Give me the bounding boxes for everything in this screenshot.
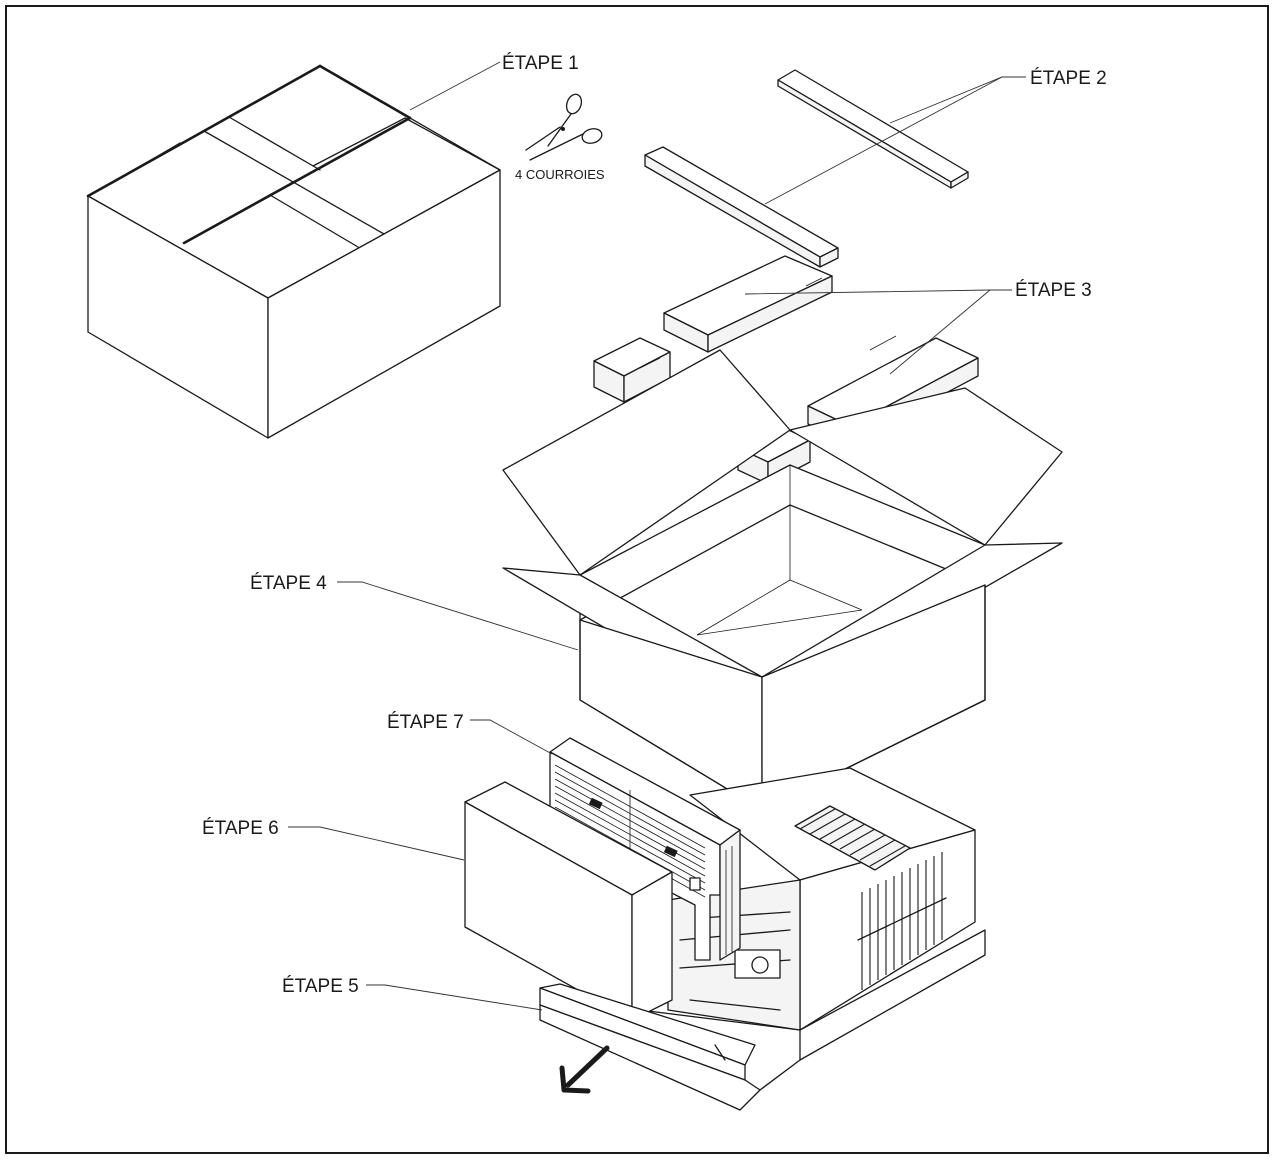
step-5-label: ÉTAPE 5 (282, 976, 359, 997)
top-board-right (777, 69, 969, 189)
step-6-label: ÉTAPE 6 (202, 818, 279, 839)
foam-end-piece-left (593, 255, 833, 403)
step-3-label: ÉTAPE 3 (1015, 280, 1092, 301)
step-7-label: ÉTAPE 7 (387, 712, 464, 733)
top-board-left (644, 146, 839, 268)
side-louvres (857, 852, 947, 990)
open-carton (502, 349, 1063, 811)
top-grille-lines (799, 808, 906, 867)
leader-lines (288, 61, 1026, 1011)
diagram-frame (5, 5, 1269, 1154)
accessory-box (464, 781, 673, 1021)
arrow-down-left-icon (559, 1045, 610, 1094)
step-2-label: ÉTAPE 2 (1030, 68, 1107, 89)
straps-caption: 4 COURROIES (515, 167, 605, 182)
step-1-label: ÉTAPE 1 (502, 53, 579, 74)
step-4-label: ÉTAPE 4 (250, 573, 327, 594)
scissors-icon (525, 93, 603, 161)
bottom-tray-foam (539, 983, 761, 1111)
closed-shipping-box (86, 64, 501, 439)
